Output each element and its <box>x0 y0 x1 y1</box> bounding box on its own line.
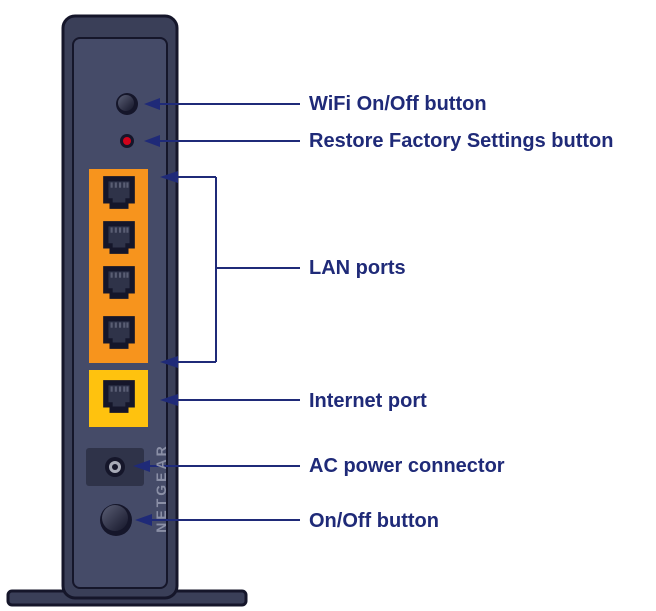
wifi-button-label: WiFi On/Off button <box>309 93 487 115</box>
ac-power-label: AC power connector <box>309 455 505 477</box>
onoff-callout-line <box>135 514 300 526</box>
restore-callout-line <box>144 135 300 147</box>
wifi-callout-line <box>144 98 300 110</box>
brand-text: NETGEAR <box>153 443 169 533</box>
internet-port-label: Internet port <box>309 390 427 412</box>
ac-power-connector <box>86 448 144 486</box>
lan-ports-label: LAN ports <box>309 257 406 279</box>
restore-button <box>120 134 134 148</box>
onoff-button-label: On/Off button <box>309 510 439 532</box>
power-button <box>100 504 132 536</box>
wifi-button <box>116 93 138 115</box>
internet-callout-line <box>160 394 300 406</box>
lan-callout-bracket <box>160 171 300 368</box>
restore-button-label: Restore Factory Settings button <box>309 130 614 152</box>
ac-callout-line <box>133 460 300 472</box>
